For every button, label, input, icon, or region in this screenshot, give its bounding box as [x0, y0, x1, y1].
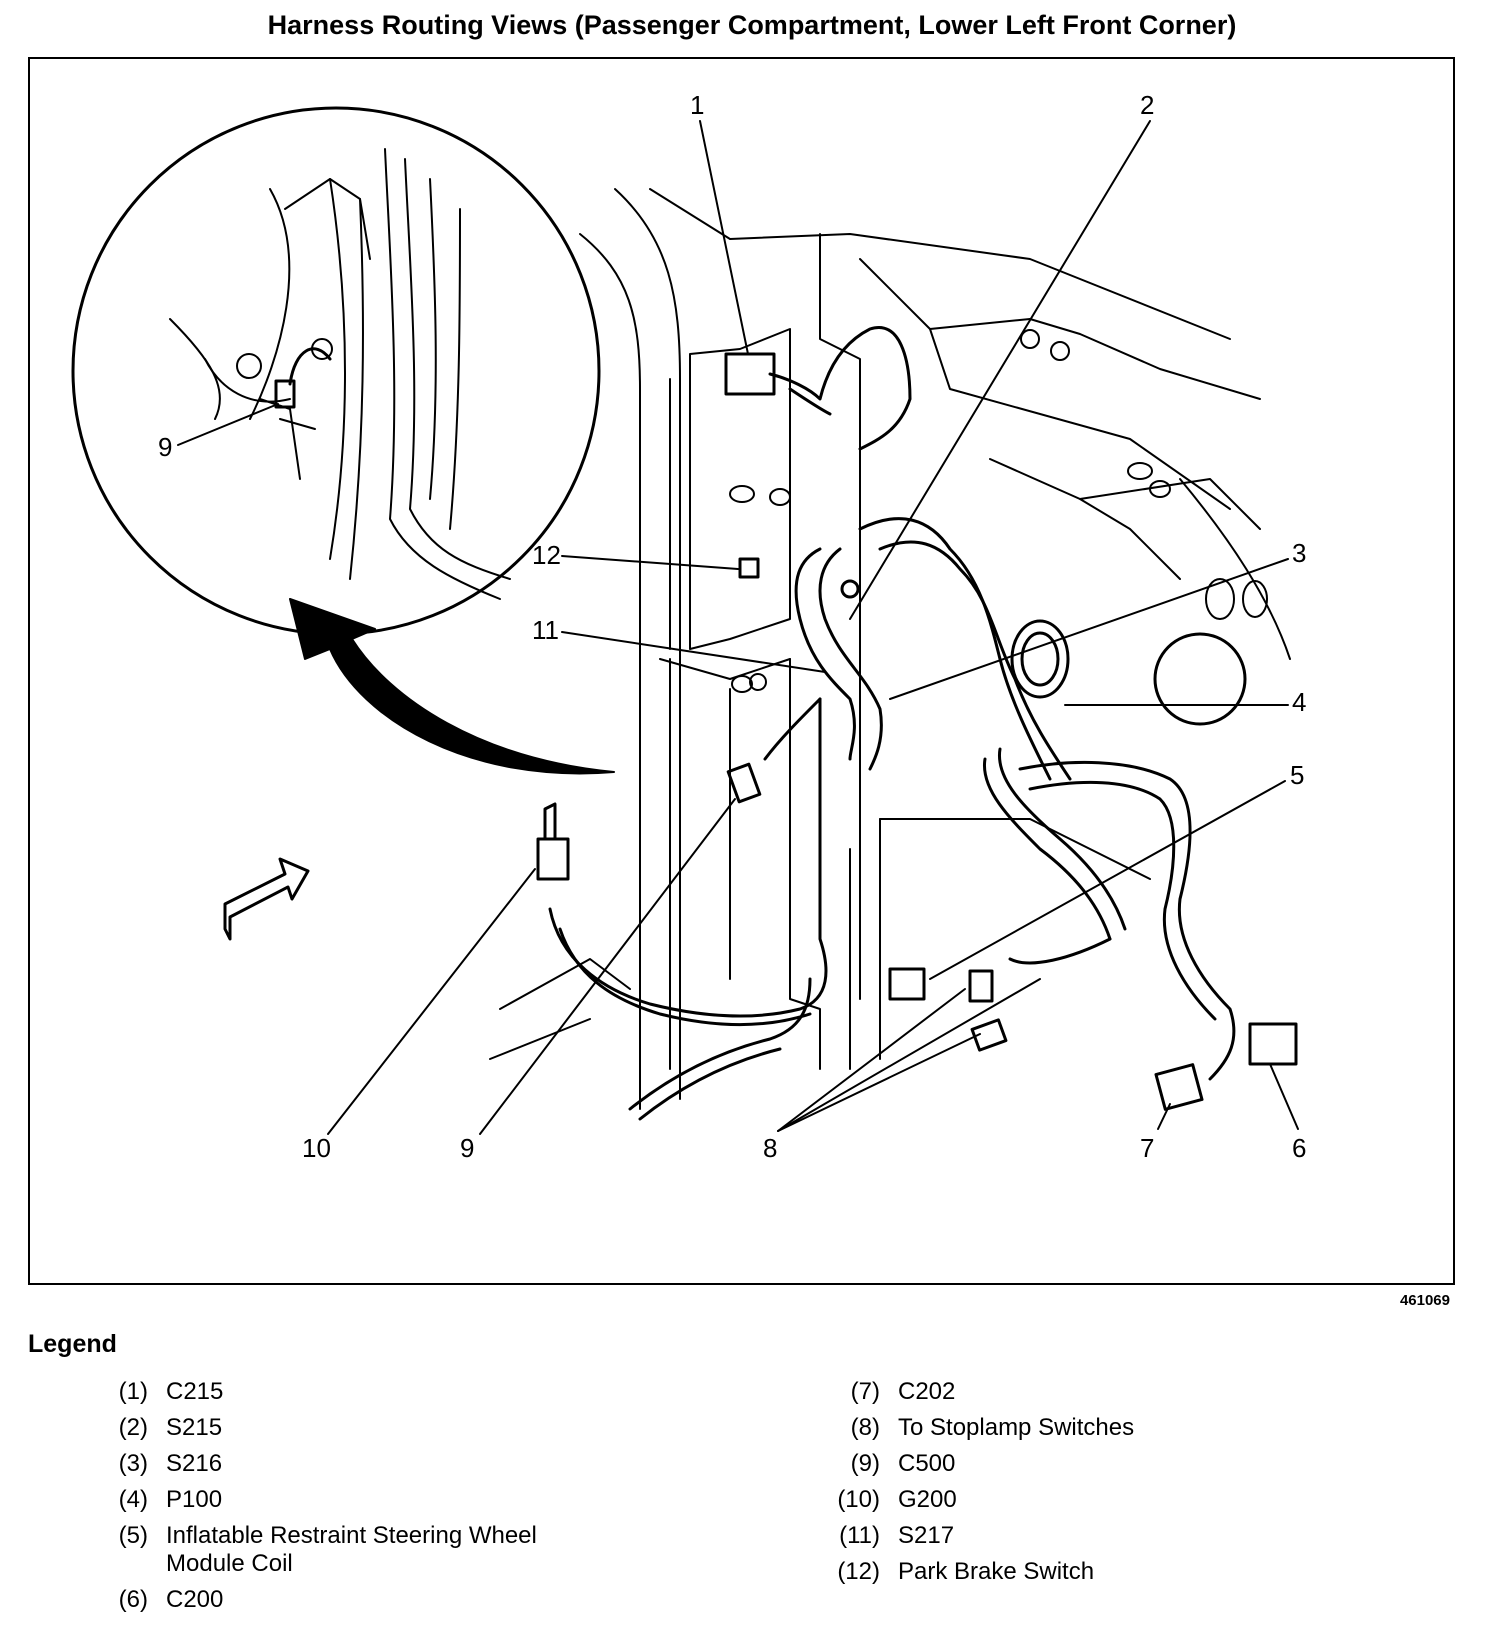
leader-5	[929, 780, 1286, 980]
connector-c500	[726, 762, 762, 804]
legend-column-left: (1) C215 (2) S215 (3) S216 (4) P100 (5) …	[88, 1378, 648, 1622]
callout-1: 1	[690, 90, 704, 120]
legend-item: (3) S216	[88, 1450, 648, 1478]
connector-stoplamp-a	[968, 969, 994, 1003]
callout-8: 8	[763, 1133, 777, 1163]
wiring-harness	[548, 325, 1236, 1121]
callout-3: 3	[1292, 538, 1306, 568]
connector-stoplamp-b	[970, 1018, 1008, 1052]
connector-c200	[1248, 1022, 1298, 1066]
legend-item-label: Inflatable Restraint Steering Wheel Modu…	[166, 1522, 537, 1577]
legend-item: (4) P100	[88, 1486, 648, 1514]
splice-s215	[840, 579, 860, 599]
legend-item-number: (7)	[850, 1378, 880, 1405]
legend-item-label: Park Brake Switch	[898, 1558, 1095, 1585]
detail-view	[71, 106, 601, 636]
leader-3	[889, 558, 1289, 700]
view-direction-arrow-icon	[223, 857, 310, 941]
legend-item-number: (6)	[118, 1586, 148, 1613]
callout-9: 9	[460, 1133, 474, 1163]
connector-park-brake	[738, 557, 760, 579]
leader-8a	[777, 988, 966, 1132]
legend-item-number: (4)	[118, 1486, 148, 1513]
callout-5: 5	[1290, 760, 1304, 790]
callout-6: 6	[1292, 1133, 1306, 1163]
callout-4: 4	[1292, 687, 1306, 717]
leader-6	[1269, 1063, 1299, 1130]
callout-12: 12	[532, 540, 561, 570]
legend-item: (7) C202	[820, 1378, 1380, 1406]
legend-item-number: (9)	[850, 1450, 880, 1477]
harness-illustration: 9	[71, 90, 1306, 1163]
legend-item: (12) Park Brake Switch	[820, 1558, 1380, 1586]
legend-item-label: C215	[166, 1378, 224, 1405]
detail-arrow-icon	[289, 598, 615, 775]
legend-item: (5) Inflatable Restraint Steering Wheel …	[88, 1522, 648, 1578]
legend-item: (11) S217	[820, 1522, 1380, 1550]
connector-c202	[1154, 1063, 1204, 1111]
leader-9	[479, 798, 736, 1135]
callout-7: 7	[1140, 1133, 1154, 1163]
legend-item: (8) To Stoplamp Switches	[820, 1414, 1380, 1442]
grommet-p100	[1010, 619, 1070, 699]
legend-item: (10) G200	[820, 1486, 1380, 1514]
legend-column-right: (7) C202 (8) To Stoplamp Switches (9) C5…	[820, 1378, 1380, 1594]
leader-7	[1157, 1103, 1171, 1130]
legend-item-number: (11)	[839, 1522, 880, 1549]
legend-item-label: S217	[898, 1522, 955, 1549]
leader-1	[699, 120, 749, 355]
legend-item-label: P100	[166, 1486, 223, 1513]
leader-8c	[777, 978, 1041, 1132]
leader-12	[561, 555, 739, 570]
leader-11	[561, 631, 826, 673]
legend-item-label: C202	[898, 1378, 956, 1405]
illustration-frame: 9	[28, 57, 1455, 1285]
legend-item: (9) C500	[820, 1450, 1380, 1478]
connector-g200	[536, 837, 570, 881]
figure-id: 461069	[1399, 1292, 1450, 1309]
legend-item-number: (1)	[118, 1378, 148, 1405]
legend-item: (1) C215	[88, 1378, 648, 1406]
legend-item-label: C200	[166, 1586, 224, 1613]
legend-item: (6) C200	[88, 1586, 648, 1614]
callout-2: 2	[1140, 90, 1154, 120]
legend-item-label: C500	[898, 1450, 956, 1477]
legend-item-label: S216	[166, 1450, 223, 1477]
legend-item-number: (5)	[118, 1522, 148, 1549]
callout-9-detail: 9	[158, 432, 172, 462]
leader-9-detail	[177, 403, 279, 446]
connectors	[536, 352, 1298, 1111]
leader-lines	[327, 120, 1299, 1135]
legend-item-number: (8)	[850, 1414, 880, 1441]
connector-c215	[724, 352, 776, 396]
legend-item-label: To Stoplamp Switches	[898, 1414, 1135, 1441]
connector-coil	[888, 967, 926, 1001]
diagram-title: Harness Routing Views (Passenger Compart…	[267, 10, 1237, 40]
vehicle-structure	[489, 188, 1291, 1110]
leader-8b	[777, 1033, 981, 1132]
legend-heading: Legend	[28, 1330, 117, 1358]
legend-item-label: S215	[166, 1414, 223, 1441]
leader-10	[327, 868, 536, 1135]
legend-item: (2) S215	[88, 1414, 648, 1442]
callout-10: 10	[302, 1133, 331, 1163]
legend-item-number: (3)	[118, 1450, 148, 1477]
callout-11: 11	[532, 615, 559, 645]
legend-item-number: (10)	[837, 1486, 880, 1513]
legend-item-label: G200	[898, 1486, 957, 1513]
legend-item-number: (12)	[837, 1558, 880, 1585]
leader-2	[849, 120, 1151, 620]
legend-item-number: (2)	[118, 1414, 148, 1441]
